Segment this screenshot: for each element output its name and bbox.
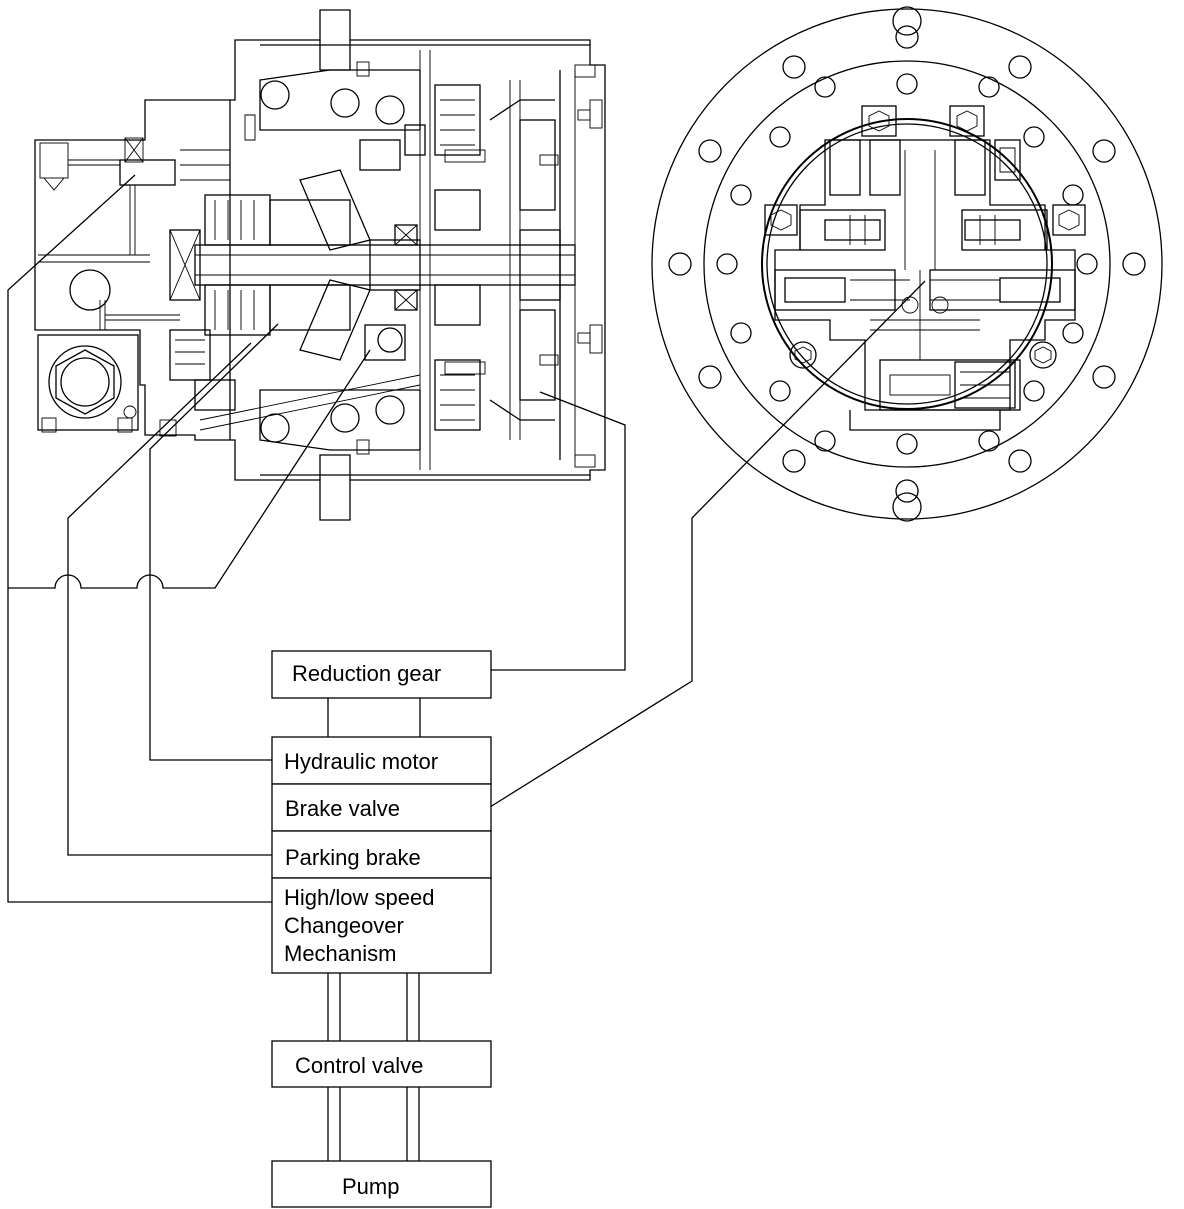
- block-diagram: Reduction gear Hydraulic motor Brake val…: [271, 650, 492, 1208]
- pump-label: Pump: [342, 1174, 399, 1199]
- reduction-gear-label: Reduction gear: [292, 661, 441, 686]
- pump-box: [271, 1160, 492, 1208]
- control-valve-box: [271, 1040, 492, 1088]
- speed-changeover-label-line2: Changeover: [284, 913, 404, 938]
- travel-motor-cross-section: [34, 9, 606, 521]
- hydraulic-motor-box: [271, 736, 492, 785]
- control-valve-label: Control valve: [295, 1053, 423, 1078]
- speed-changeover-box: [271, 877, 492, 974]
- inner-bolt-holes: [716, 73, 1098, 455]
- speed-changeover-label-line1: High/low speed: [284, 885, 434, 910]
- outer-bolt-holes: [668, 6, 1146, 522]
- parking-brake-box: [271, 830, 492, 879]
- reduction-gear-box: [271, 650, 492, 699]
- brake-valve-box: [271, 783, 492, 832]
- leader-lines: [7, 174, 926, 903]
- parking-brake-label: Parking brake: [285, 845, 421, 870]
- brake-valve-label: Brake valve: [285, 796, 400, 821]
- hydraulic-motor-label: Hydraulic motor: [284, 749, 438, 774]
- speed-changeover-label-line3: Mechanism: [284, 941, 396, 966]
- brake-valve-end-view: [651, 6, 1163, 522]
